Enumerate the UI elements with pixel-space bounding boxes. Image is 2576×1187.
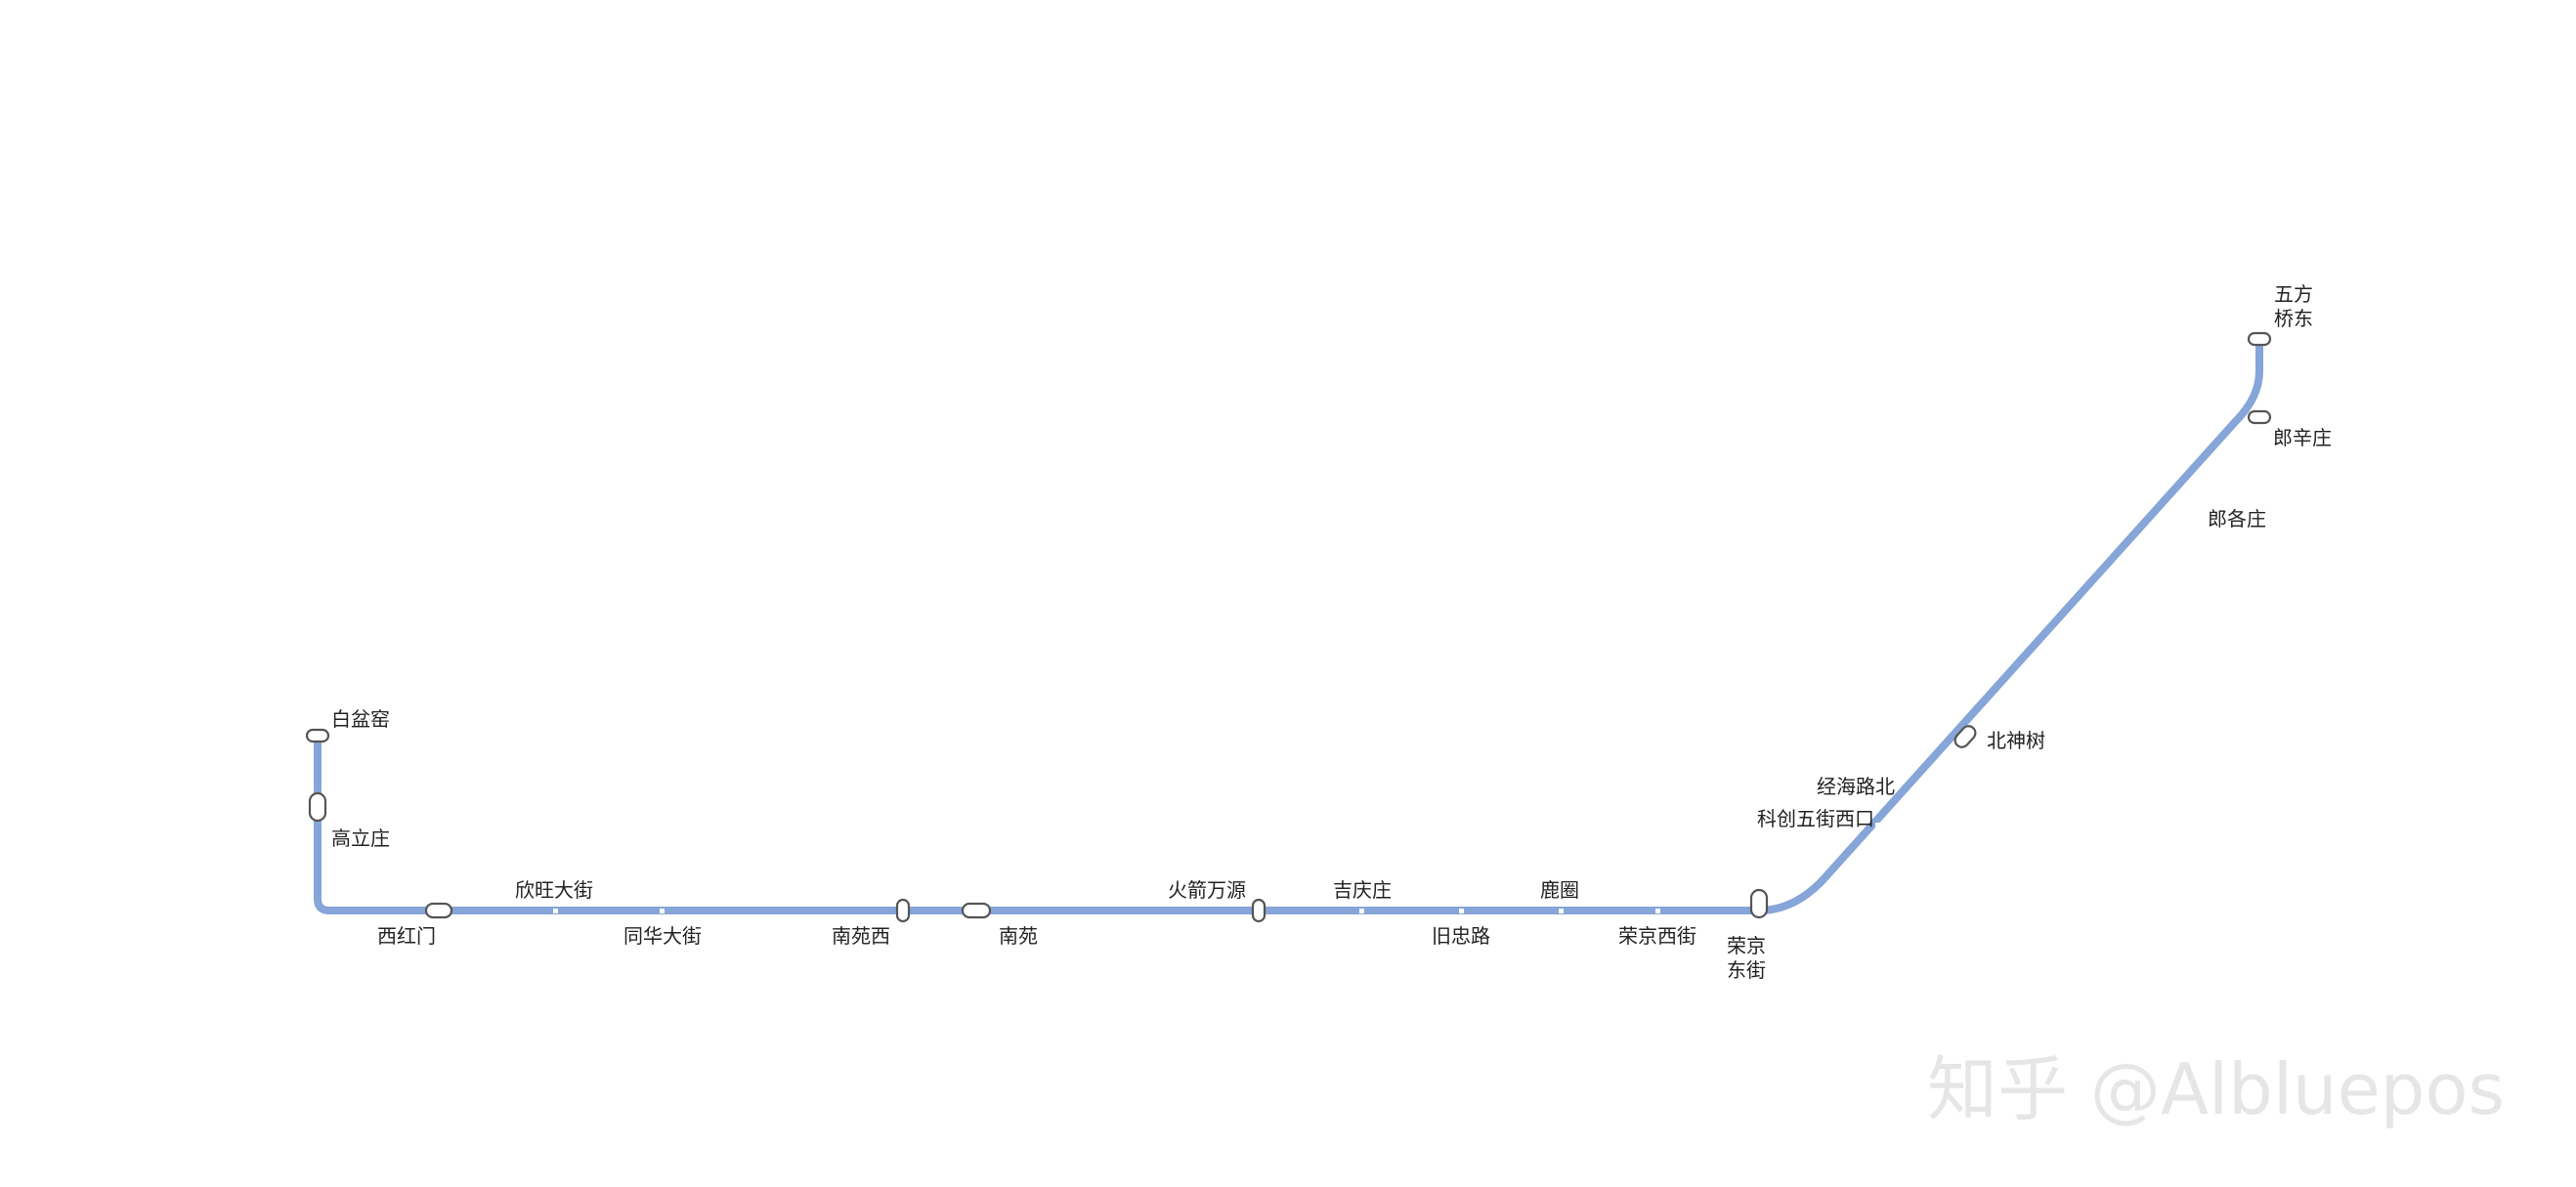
station-marker-xihongmen[interactable] (424, 902, 453, 919)
station-tick-jiqingzhuang[interactable] (1359, 909, 1364, 913)
station-tick-tonghuadajie[interactable] (660, 909, 665, 913)
station-label-tonghuadajie: 同华大街 (623, 924, 702, 948)
station-label-baipenyao: 白盆窑 (331, 707, 390, 731)
station-label-nanyuan: 南苑 (999, 924, 1038, 948)
station-marker-gaolizhuang[interactable] (308, 791, 327, 823)
station-tick-jinghailubei[interactable] (1920, 783, 1925, 787)
station-label-huojianwanyuan: 火箭万源 (1168, 878, 1246, 902)
station-label-beishenshu: 北神树 (1987, 729, 2045, 752)
station-label-luquan: 鹿圈 (1540, 878, 1579, 902)
station-label-jiqingzhuang: 吉庆庄 (1333, 878, 1392, 902)
station-tick-rongjingxijie[interactable] (1655, 909, 1660, 913)
station-marker-rongjingdongjie[interactable] (1749, 888, 1769, 919)
station-label-xinwangdajie: 欣旺大街 (515, 878, 593, 902)
station-marker-huojianwanyuan[interactable] (1251, 898, 1267, 923)
station-label-rongjingdongjie-line2: 东街 (1727, 958, 1766, 982)
station-label-xihongmen: 西红门 (377, 924, 436, 948)
station-tick-jiuzhonglu[interactable] (1459, 909, 1464, 913)
station-label-gaolizhuang: 高立庄 (331, 827, 390, 850)
station-marker-baipenyao[interactable] (305, 728, 330, 743)
station-marker-langxinzhuang[interactable] (2247, 409, 2272, 425)
watermark-text: 知乎 @Albluepos (1927, 1048, 2505, 1130)
station-label-nanyuanxi: 南苑西 (832, 924, 890, 948)
station-tick-kechuangwujiexikou[interactable] (1875, 823, 1880, 827)
station-label-rongjingdongjie-line1: 荣京 (1727, 934, 1766, 957)
station-marker-nanyuan[interactable] (961, 902, 992, 919)
station-label-kechuangwujiexikou: 科创五街西口 (1757, 807, 1874, 830)
station-label-wufangqiaodong-line1: 五方 (2274, 282, 2313, 306)
station-label-langgezhuang: 郎各庄 (2208, 507, 2266, 530)
station-marker-beishenshu[interactable] (1953, 723, 1978, 749)
station-label-langxinzhuang: 郎辛庄 (2273, 426, 2332, 449)
station-tick-luquan[interactable] (1559, 909, 1564, 913)
station-label-jinghailubei: 经海路北 (1817, 775, 1895, 798)
station-label-rongjingxijie: 荣京西街 (1618, 924, 1696, 948)
station-tick-xinwangdajie[interactable] (553, 909, 558, 913)
station-tick-langgezhuang[interactable] (2197, 497, 2202, 502)
station-label-wufangqiaodong-line2: 桥东 (2274, 307, 2313, 330)
station-marker-wufangqiaodong[interactable] (2247, 331, 2272, 347)
station-label-jiuzhonglu: 旧忠路 (1432, 924, 1490, 948)
station-marker-nanyuanxi[interactable] (895, 898, 911, 923)
subway-route-line (314, 335, 2263, 914)
